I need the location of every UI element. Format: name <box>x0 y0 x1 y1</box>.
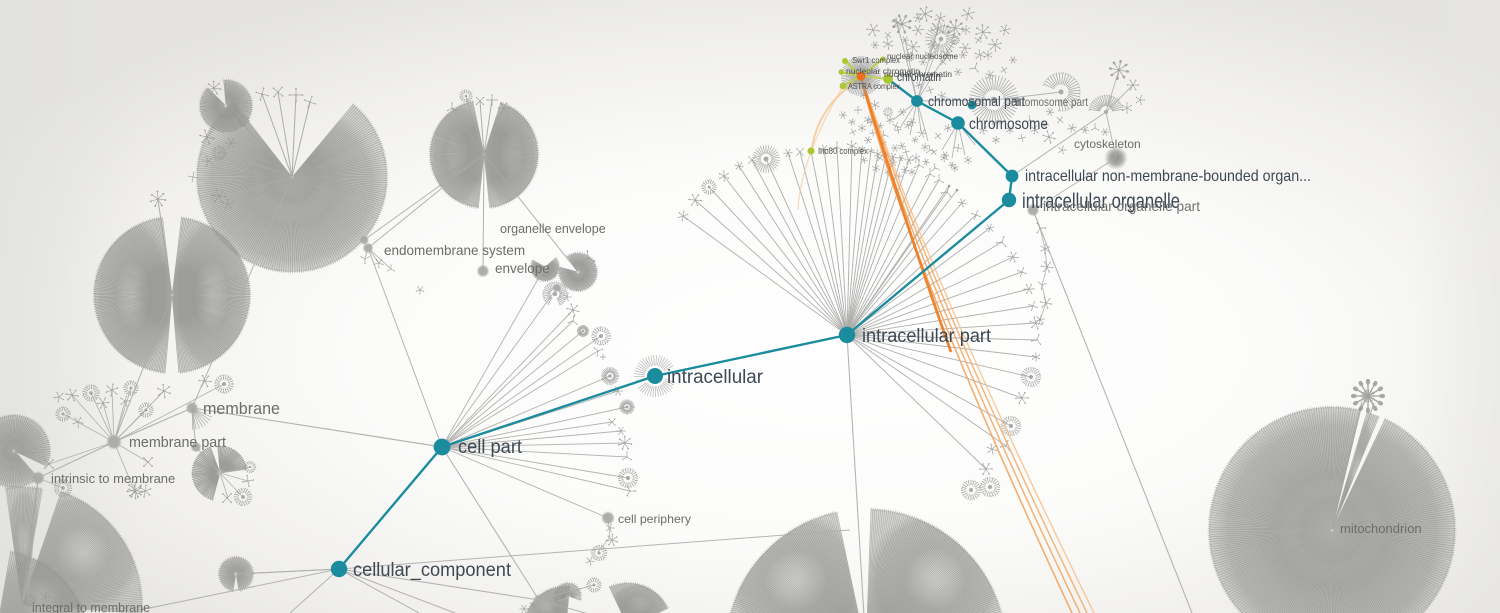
svg-text:Ino80 complex: Ino80 complex <box>818 146 868 156</box>
svg-text:membrane: membrane <box>203 399 280 418</box>
svg-text:chromosome: chromosome <box>969 116 1048 133</box>
svg-text:integral to membrane: integral to membrane <box>32 601 150 613</box>
svg-text:intracellular: intracellular <box>667 367 764 388</box>
svg-text:cell part: cell part <box>458 437 523 458</box>
svg-text:cytoskeleton: cytoskeleton <box>1074 137 1141 151</box>
svg-text:intracellular non-membrane-bou: intracellular non-membrane-bounded organ… <box>1025 168 1311 185</box>
svg-text:Swr1 complex: Swr1 complex <box>852 55 901 65</box>
svg-text:nuclear chromatin: nuclear chromatin <box>884 69 952 79</box>
svg-text:cell periphery: cell periphery <box>618 512 691 526</box>
svg-text:mitochondrion: mitochondrion <box>1340 521 1422 536</box>
svg-text:intracellular organelle: intracellular organelle <box>1022 190 1180 213</box>
svg-text:intracellular part: intracellular part <box>862 326 992 347</box>
svg-text:chromosome part: chromosome part <box>1011 95 1089 109</box>
svg-text:intracellular organelle part: intracellular organelle part <box>1043 198 1200 214</box>
svg-text:nucleolar chromatin: nucleolar chromatin <box>846 66 920 76</box>
svg-text:membrane part: membrane part <box>129 434 227 451</box>
svg-text:envelope: envelope <box>495 261 550 276</box>
svg-text:chromosomal part: chromosomal part <box>928 94 1025 109</box>
svg-text:endomembrane system: endomembrane system <box>384 243 525 258</box>
svg-text:nuclear nucleosome: nuclear nucleosome <box>887 51 958 61</box>
svg-text:chromatin: chromatin <box>897 70 941 84</box>
svg-text:ASTRA complex: ASTRA complex <box>848 81 901 91</box>
svg-text:intrinsic to membrane: intrinsic to membrane <box>51 471 175 486</box>
svg-text:cellular_component: cellular_component <box>353 560 512 581</box>
svg-text:organelle envelope: organelle envelope <box>500 222 606 236</box>
